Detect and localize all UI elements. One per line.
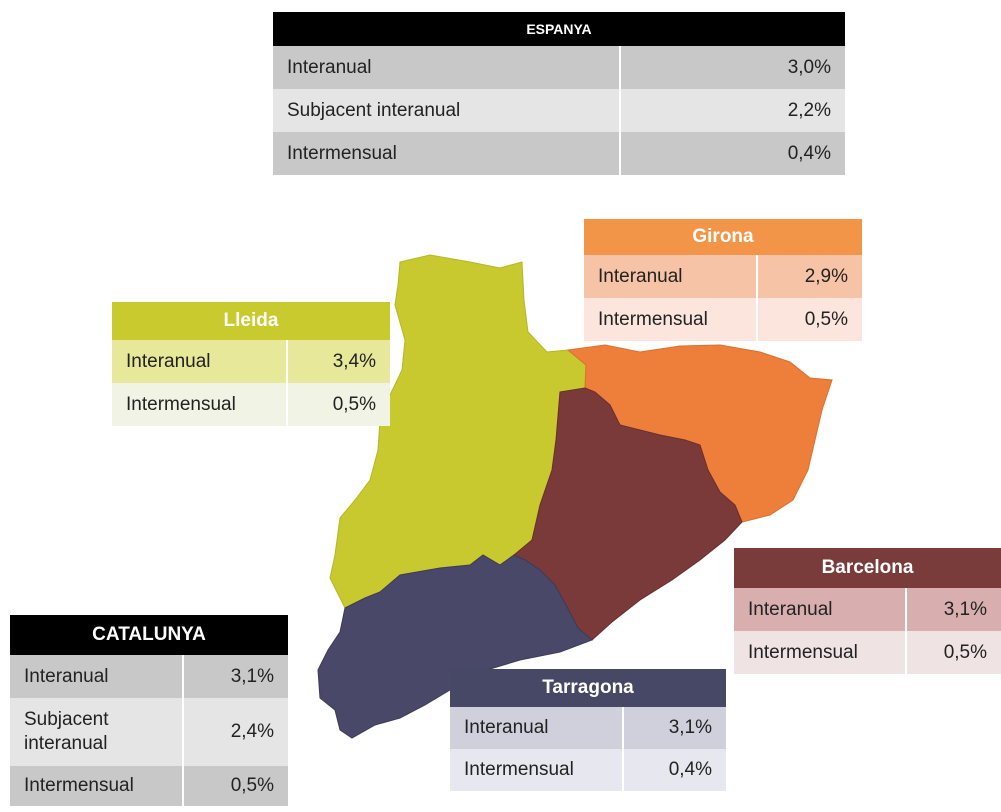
barcelona-row-value: 3,1% [943,598,987,620]
barcelona-row-label: Interanual [734,588,907,631]
espanya-table: ESPANYA Interanual 3,0% Subjacent intera… [273,12,845,175]
barcelona-row-value: 0,5% [943,641,987,663]
tarragona-row-value: 0,4% [668,759,712,780]
lleida-title: Lleida [223,310,279,331]
lleida-row-label: Intermensual [112,383,288,426]
espanya-row-label: Intermensual [273,132,621,175]
girona-title: Girona [692,226,754,247]
tarragona-table: Tarragona Interanual 3,1% Intermensual 0… [450,669,726,791]
catalunya-row-value: 2,4% [230,721,274,742]
girona-row-label: Intermensual [584,298,758,341]
girona-row-value: 0,5% [804,308,848,330]
catalunya-row-value: 3,1% [230,665,274,687]
catalunya-table: CATALUNYA Interanual 3,1% Subjacent inte… [10,615,288,806]
region-barcelona[interactable] [513,387,743,641]
lleida-row-label: Interanual [112,340,288,383]
catalunya-row-label: Subjacent interanual [10,698,184,766]
catalunya-row-label: Intermensual [10,766,184,806]
espanya-row-value: 0,4% [787,142,831,164]
espanya-row-label: Interanual [273,46,621,89]
tarragona-row-label: Intermensual [450,749,624,791]
girona-row-value: 2,9% [804,265,848,287]
espanya-row-value: 3,0% [787,56,831,78]
espanya-row-value: 2,2% [787,99,831,121]
girona-table: Girona Interanual 2,9% Intermensual 0,5% [584,219,862,341]
lleida-row-value: 3,4% [332,350,376,372]
barcelona-table: Barcelona Interanual 3,1% Intermensual 0… [734,548,1001,674]
catalunya-title: CATALUNYA [92,624,206,645]
lleida-row-value: 0,5% [332,393,376,415]
tarragona-row-label: Interanual [450,707,624,749]
espanya-row-label: Subjacent interanual [273,89,621,132]
girona-row-label: Interanual [584,255,758,298]
catalunya-row-label: Interanual [10,655,184,698]
espanya-title: ESPANYA [526,21,592,37]
tarragona-row-value: 3,1% [668,717,712,738]
catalunya-row-value: 0,5% [230,775,274,796]
barcelona-row-label: Intermensual [734,631,907,674]
tarragona-title: Tarragona [542,677,634,698]
lleida-table: Lleida Interanual 3,4% Intermensual 0,5% [112,302,390,426]
barcelona-title: Barcelona [821,557,914,578]
region-tarragona[interactable] [317,554,593,739]
